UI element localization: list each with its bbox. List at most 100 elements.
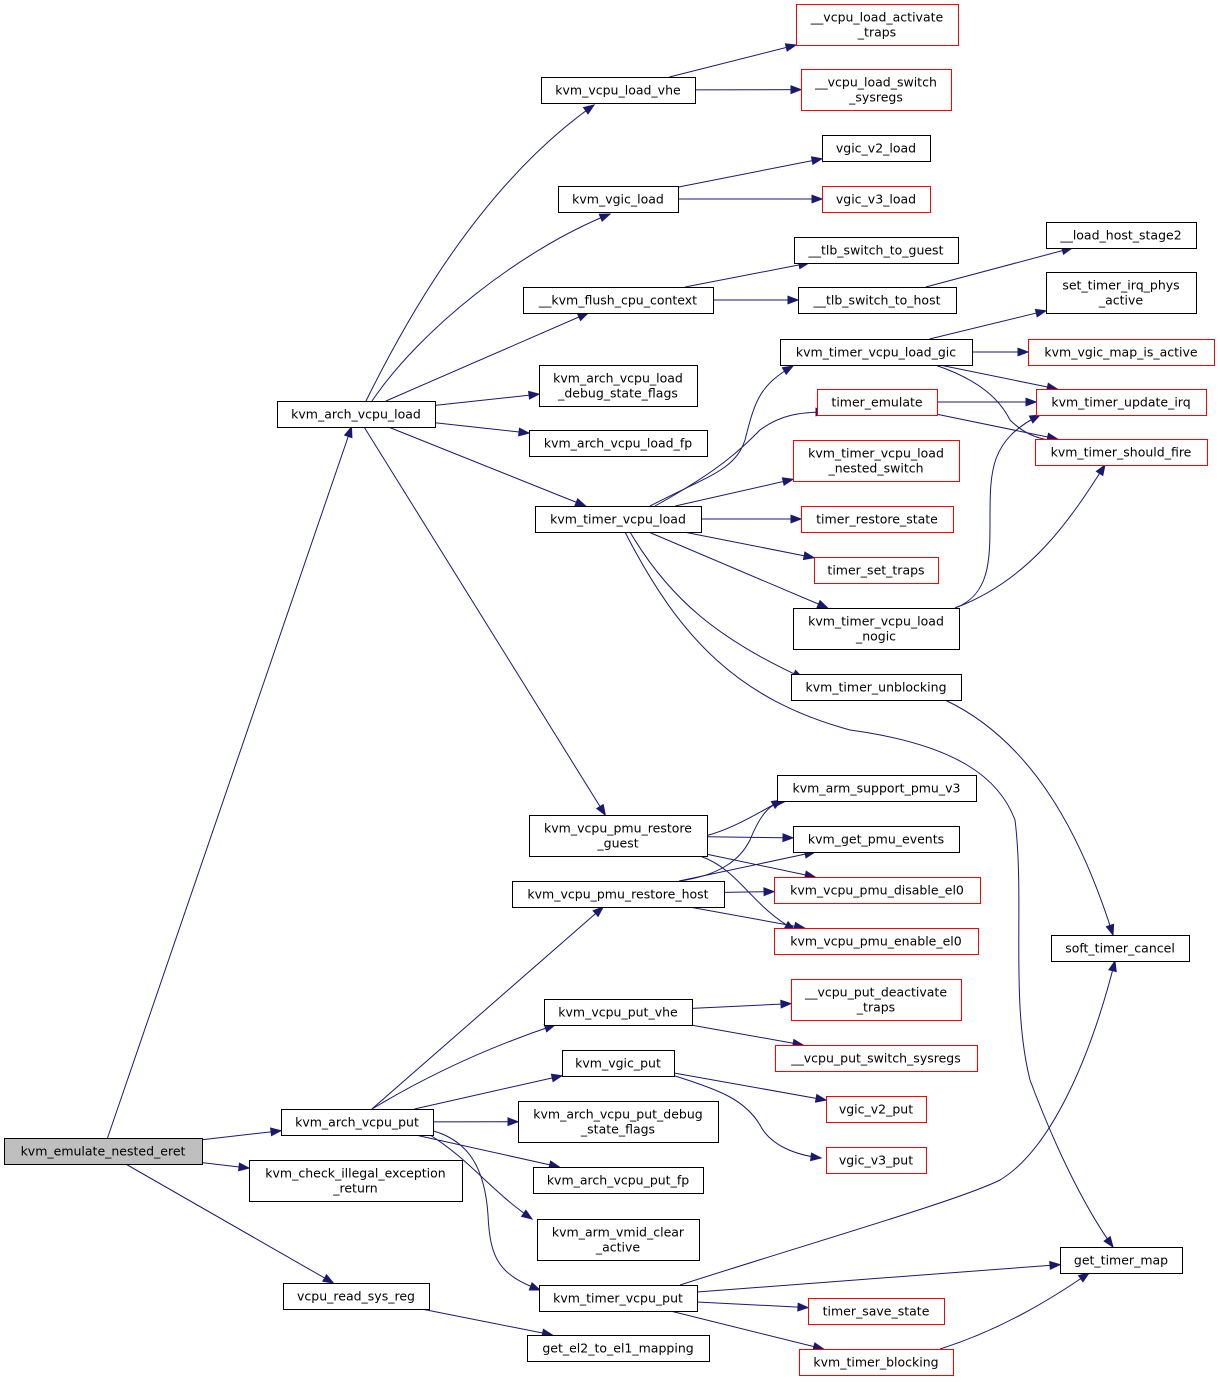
edge-arch_put-to-put_vhe <box>371 1024 557 1110</box>
node-label: kvm_vgic_put <box>575 1056 661 1071</box>
edge-timer_blocking-to-get_timer_map <box>939 1272 1091 1350</box>
node-label: kvm_timer_vcpu_load <box>808 614 944 629</box>
node-label: _traps <box>856 1000 895 1015</box>
node-flush-cpu[interactable]: __kvm_flush_cpu_context <box>523 287 714 314</box>
node-vmid-clear[interactable]: kvm_arm_vmid_clear_active <box>537 1219 700 1261</box>
node-load-nested[interactable]: kvm_timer_vcpu_load_nested_switch <box>793 440 960 482</box>
node-box <box>808 1298 945 1325</box>
node-load-nogic[interactable]: kvm_timer_vcpu_load_nogic <box>793 608 960 650</box>
node-label: __vcpu_load_activate <box>810 10 944 25</box>
node-box <box>774 928 979 955</box>
node-label: kvm_get_pmu_events <box>808 832 944 847</box>
node-load-switch-sysregs[interactable]: __vcpu_load_switch_sysregs <box>801 69 952 111</box>
node-tlb-to-guest[interactable]: __tlb_switch_to_guest <box>794 237 959 264</box>
node-box <box>529 430 708 457</box>
node-timer-emulate[interactable]: timer_emulate <box>817 389 938 416</box>
node-box <box>777 775 977 802</box>
node-label: kvm_vcpu_load_vhe <box>555 83 681 98</box>
node-vgic-load[interactable]: kvm_vgic_load <box>558 186 679 213</box>
node-restore-state[interactable]: timer_restore_state <box>801 506 954 533</box>
node-vgic-v2-put[interactable]: vgic_v2_put <box>826 1096 927 1123</box>
node-label: _nogic <box>855 629 896 644</box>
node-box <box>541 77 696 104</box>
node-box <box>535 506 702 533</box>
node-label: __tlb_switch_to_host <box>813 293 941 308</box>
edge-root-to-arch_put <box>201 1127 283 1141</box>
node-timer-load[interactable]: kvm_timer_vcpu_load <box>535 506 702 533</box>
node-box <box>537 1219 700 1261</box>
node-box <box>539 1285 698 1312</box>
edge-timer_load-to-load_nested <box>675 477 795 507</box>
node-check-illegal[interactable]: kvm_check_illegal_exception_return <box>249 1160 463 1202</box>
node-label: kvm_arch_vcpu_load <box>291 407 421 422</box>
node-label: _guest <box>596 836 638 851</box>
node-load-debug[interactable]: kvm_arch_vcpu_load_debug_state_flags <box>539 365 698 407</box>
node-support-pmu[interactable]: kvm_arm_support_pmu_v3 <box>777 775 977 802</box>
node-pmu-disable[interactable]: kvm_vcpu_pmu_disable_el0 <box>774 877 981 904</box>
node-vgic-v2-load[interactable]: vgic_v2_load <box>822 135 931 162</box>
edge-vgic_load-to-vgic_v3_load <box>678 194 824 204</box>
node-put-switch-sysregs[interactable]: __vcpu_put_switch_sysregs <box>775 1045 978 1072</box>
node-label: __tlb_switch_to_guest <box>808 243 944 258</box>
node-unblocking[interactable]: kvm_timer_unblocking <box>791 674 962 701</box>
edge-arch_load-to-flush_cpu <box>385 312 590 402</box>
node-box <box>780 339 973 366</box>
node-get-timer-map[interactable]: get_timer_map <box>1060 1247 1183 1274</box>
edge-arch_put-to-pmu_restore_host <box>371 906 605 1110</box>
node-label: vgic_v3_put <box>839 1153 913 1168</box>
node-get-el2[interactable]: get_el2_to_el1_mapping <box>527 1335 710 1362</box>
node-set-traps[interactable]: timer_set_traps <box>814 557 939 584</box>
node-read-sys-reg[interactable]: vcpu_read_sys_reg <box>283 1283 430 1310</box>
node-set-irq-phys[interactable]: set_timer_irq_phys_active <box>1046 272 1197 314</box>
node-tlb-to-host[interactable]: __tlb_switch_to_host <box>798 287 957 314</box>
node-load-host-stage2[interactable]: __load_host_stage2 <box>1046 222 1197 249</box>
node-vgic-v3-load[interactable]: vgic_v3_load <box>822 186 931 213</box>
node-put-vhe[interactable]: kvm_vcpu_put_vhe <box>544 999 693 1026</box>
node-timer-should-fire[interactable]: kvm_timer_should_fire <box>1035 439 1208 466</box>
node-label: _traps <box>857 25 896 40</box>
edge-pmu_restore_guest-to-get_pmu_events <box>706 833 795 843</box>
node-put-debug[interactable]: kvm_arch_vcpu_put_debug_state_flags <box>518 1101 719 1143</box>
node-load-fp[interactable]: kvm_arch_vcpu_load_fp <box>529 430 708 457</box>
node-label: kvm_vcpu_pmu_enable_el0 <box>790 934 962 949</box>
node-layer: kvm_emulate_nested_eretkvm_arch_vcpu_loa… <box>4 4 1215 1376</box>
node-label: kvm_timer_should_fire <box>1051 445 1192 460</box>
node-load-vhe[interactable]: kvm_vcpu_load_vhe <box>541 77 696 104</box>
node-soft-timer-cancel[interactable]: soft_timer_cancel <box>1051 935 1190 962</box>
node-arch-load[interactable]: kvm_arch_vcpu_load <box>277 401 436 428</box>
node-box <box>562 1050 675 1077</box>
node-pmu-enable[interactable]: kvm_vcpu_pmu_enable_el0 <box>774 928 979 955</box>
edge-arch_load-to-load_vhe <box>365 104 596 402</box>
node-pmu-restore-guest[interactable]: kvm_vcpu_pmu_restore_guest <box>529 815 708 857</box>
node-label: kvm_arm_vmid_clear <box>552 1225 685 1240</box>
node-label: kvm_timer_blocking <box>813 1355 938 1370</box>
node-label: kvm_vcpu_pmu_restore <box>544 821 692 836</box>
edge-timer_load-to-load_nogic <box>648 531 829 609</box>
edge-load_vhe-to-load_activate_traps <box>669 43 798 78</box>
node-timer-blocking[interactable]: kvm_timer_blocking <box>799 1349 954 1376</box>
node-put-fp[interactable]: kvm_arch_vcpu_put_fp <box>533 1167 704 1194</box>
node-label: _nested_switch <box>827 461 923 476</box>
node-vgic-put[interactable]: kvm_vgic_put <box>562 1050 675 1077</box>
node-box <box>814 557 939 584</box>
node-timer-load-gic[interactable]: kvm_timer_vcpu_load_gic <box>780 339 973 366</box>
node-box <box>822 186 931 213</box>
node-vgic-map-active[interactable]: kvm_vgic_map_is_active <box>1028 339 1215 366</box>
node-get-pmu-events[interactable]: kvm_get_pmu_events <box>793 826 960 853</box>
node-pmu-restore-host[interactable]: kvm_vcpu_pmu_restore_host <box>512 881 725 908</box>
node-load-activate-traps[interactable]: __vcpu_load_activate_traps <box>796 4 959 46</box>
node-label: kvm_arm_support_pmu_v3 <box>793 781 961 796</box>
node-box <box>801 506 954 533</box>
node-timer-update-irq[interactable]: kvm_timer_update_irq <box>1036 389 1207 416</box>
edge-timer_load-to-unblocking <box>629 531 805 679</box>
node-label: _active <box>595 1240 641 1255</box>
node-label: _sysregs <box>848 90 903 105</box>
node-timer-save-state[interactable]: timer_save_state <box>808 1298 945 1325</box>
node-label: kvm_timer_vcpu_load <box>808 446 944 461</box>
node-put-deactivate[interactable]: __vcpu_put_deactivate_traps <box>791 979 962 1021</box>
node-timer-put[interactable]: kvm_timer_vcpu_put <box>539 1285 698 1312</box>
edge-timer_put-to-get_timer_map <box>696 1260 1062 1293</box>
node-vgic-v3-put[interactable]: vgic_v3_put <box>826 1147 927 1174</box>
node-arch-put[interactable]: kvm_arch_vcpu_put <box>281 1109 434 1136</box>
